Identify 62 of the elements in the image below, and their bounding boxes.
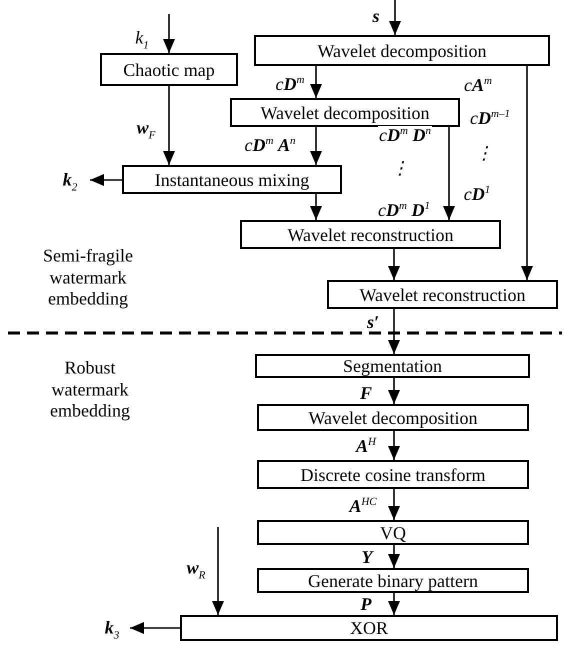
- process-box: [255, 354, 530, 378]
- process-box: [327, 280, 558, 309]
- arrow: [388, 309, 400, 354]
- process-box: [257, 460, 529, 489]
- signal-label: cA$^{m}$: [464, 76, 492, 94]
- process-box: [257, 520, 529, 545]
- box-label: VQ: [380, 524, 406, 542]
- box-label: Wavelet reconstruction: [360, 286, 526, 304]
- arrow: [388, 378, 400, 404]
- arrow: [310, 194, 322, 220]
- edge-label: P: [360, 595, 372, 613]
- arrow: [443, 127, 455, 220]
- section-label: Robust watermark embedding: [49, 358, 131, 422]
- box-label: Instantaneous mixing: [154, 170, 310, 188]
- box-label: Wavelet decomposition: [317, 42, 486, 60]
- edge-label: cD$^{m}$ D$^{n}$: [378, 126, 432, 144]
- signal-label: cD$^{m}$ D$^{1}$: [378, 201, 430, 219]
- box-label: Wavelet decomposition: [260, 104, 430, 122]
- arrow: [130, 622, 180, 634]
- section-label: Semi-fragile watermark embedding: [42, 246, 134, 310]
- process-box: [254, 35, 550, 66]
- box-label: Generate binary pattern: [308, 572, 478, 590]
- arrow: [521, 66, 533, 280]
- signal-label: cD$^{1}$: [464, 185, 490, 203]
- process-box: [100, 53, 238, 86]
- edge-label: Y: [360, 548, 374, 566]
- edge-label: F: [359, 384, 373, 402]
- arrow: [388, 431, 400, 460]
- arrow: [389, 0, 401, 35]
- box-label: Wavelet decomposition: [308, 408, 478, 426]
- edge-label: A$^{H}$: [355, 437, 377, 455]
- process-box: [230, 98, 460, 127]
- box-label: Segmentation: [343, 357, 442, 375]
- box-label: Wavelet reconstruction: [288, 226, 454, 244]
- process-box: [240, 220, 501, 249]
- edge-label: k$_{3}$: [104, 618, 120, 642]
- edge-label: s′: [366, 313, 380, 331]
- box-label: XOR: [350, 619, 388, 637]
- process-box: [122, 165, 342, 194]
- arrow: [310, 66, 322, 98]
- arrow: [388, 249, 400, 280]
- arrow: [388, 545, 400, 568]
- arrow: [163, 86, 175, 165]
- edge-label: A$^{HC}$: [348, 497, 378, 515]
- box-label: Discrete cosine transform: [300, 466, 486, 484]
- process-box: [180, 615, 558, 641]
- process-box: [257, 404, 529, 431]
- edge-label: k$_{2}$: [62, 170, 78, 194]
- arrow: [163, 14, 175, 53]
- arrow: [388, 489, 400, 520]
- arrow: [212, 527, 224, 615]
- edge-label: k$_{1}$: [134, 28, 150, 52]
- arrow: [310, 127, 322, 165]
- arrow: [90, 174, 122, 186]
- process-box: [257, 568, 529, 593]
- arrow: [388, 593, 400, 615]
- signal-label: ⋮: [391, 159, 409, 177]
- signal-label: cD$^{m–1}$: [470, 109, 510, 127]
- box-label: Chaotic map: [123, 60, 215, 78]
- edge-label: cD$^{m}$ A$^{n}$: [244, 136, 296, 154]
- signal-label: ⋮: [475, 144, 493, 162]
- edge-label: cD$^{m}$: [274, 75, 306, 93]
